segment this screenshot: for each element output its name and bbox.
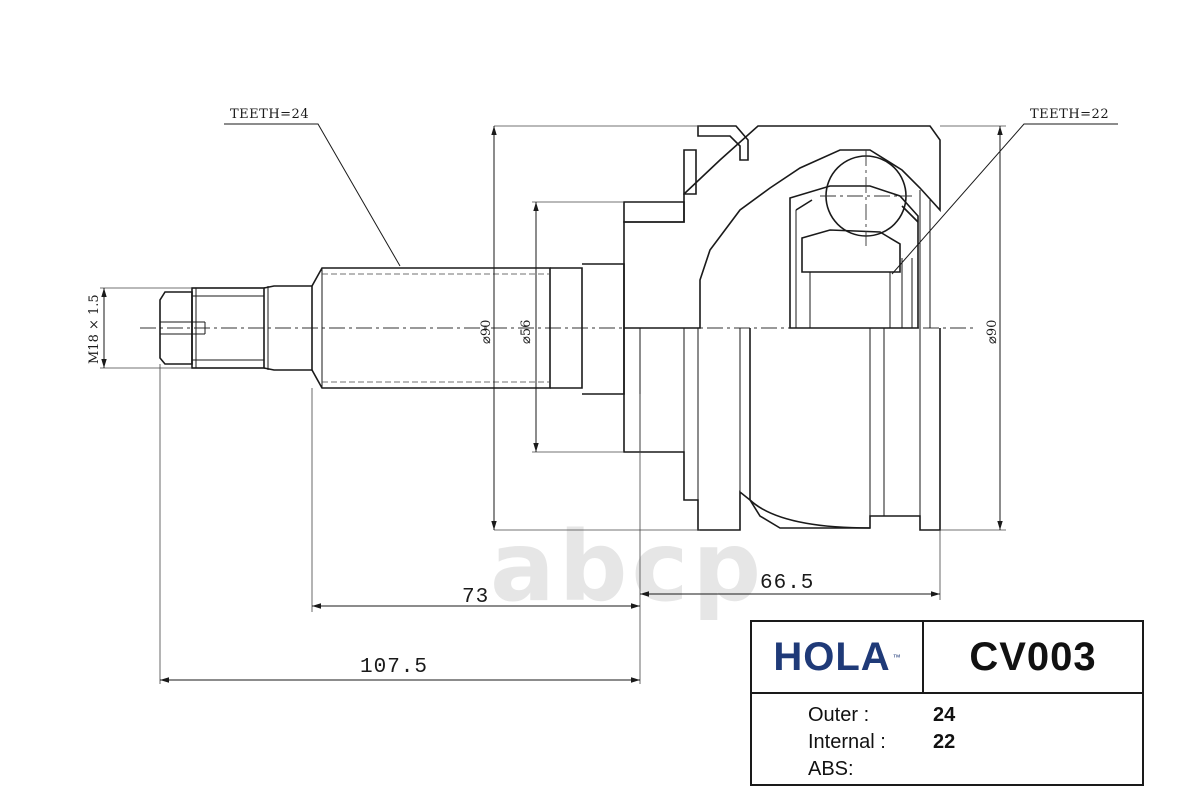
thread-label: M18 × 1.5 xyxy=(87,294,102,364)
dim-total-length: 107.5 xyxy=(360,656,428,679)
brand-logo: HOLA xyxy=(773,634,891,679)
housing-section-upper xyxy=(623,125,941,329)
teeth-inner-label: TEETH=22 xyxy=(1030,107,1109,122)
dia-housing-label: ⌀90 xyxy=(985,320,1000,344)
model-number: CV003 xyxy=(969,634,1097,679)
spec-value: 24 xyxy=(933,704,956,726)
housing-exterior-lower xyxy=(623,328,941,531)
spec-label: Outer : xyxy=(808,704,870,726)
dia-flange-label: ⌀56 xyxy=(519,320,534,344)
dia-shaft-label: ⌀90 xyxy=(479,320,494,344)
dimension-lines xyxy=(100,123,1118,684)
dim-shaft-length: 73 xyxy=(462,586,489,609)
spec-label: ABS: xyxy=(808,758,854,780)
spec-row-outer: Outer : 24 xyxy=(808,702,955,729)
spec-value: 22 xyxy=(933,731,956,753)
trademark-mark: ™ xyxy=(892,652,901,662)
dim-housing-length: 66.5 xyxy=(760,572,814,595)
shaft-stub xyxy=(159,263,625,395)
spec-label: Internal : xyxy=(808,731,886,753)
spec-row-abs: ABS: xyxy=(808,756,955,783)
spec-row-internal: Internal : 22 xyxy=(808,729,955,756)
model-cell: CV003 xyxy=(924,622,1142,692)
teeth-outer-label: TEETH=24 xyxy=(230,107,309,122)
spec-rows: Outer : 24 Internal : 22 ABS: xyxy=(808,702,955,783)
